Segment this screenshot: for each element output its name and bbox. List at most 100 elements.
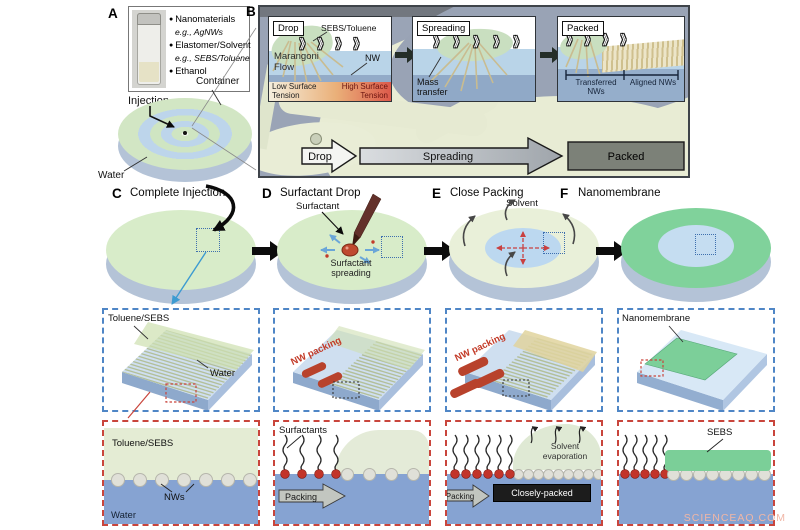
drop-inset-title: Drop xyxy=(273,21,304,36)
sebs-membrane-block xyxy=(665,450,771,471)
chevron-icon: 》 xyxy=(433,35,445,49)
panel-e-title: Close Packing xyxy=(450,187,524,199)
disk-nanomembrane xyxy=(621,208,771,304)
disk-complete-injection xyxy=(106,210,256,306)
water-deep-band xyxy=(269,75,391,85)
chevron-icon: 》 xyxy=(353,37,365,51)
water-label: Water xyxy=(98,170,125,181)
molecular-view-sebs-membrane: SEBS xyxy=(617,420,775,526)
zoom-region-marker xyxy=(196,228,220,252)
legend-item-agnws: e.g., AgNWs xyxy=(175,27,223,37)
water-opening xyxy=(658,225,734,267)
panel-f-letter: F xyxy=(560,186,569,201)
nanowire-cross-section-icon xyxy=(407,468,420,481)
water-layer xyxy=(619,474,773,524)
surfactant-spreading-label: Surfactant spreading xyxy=(330,258,372,278)
packed-inset-title: Packed xyxy=(562,21,604,36)
banner-drop-arrow xyxy=(301,138,358,174)
nw-bundle-icon xyxy=(458,356,489,376)
chevron-icon: 》 xyxy=(317,37,329,51)
toluene-sebs-label: Toluene/SEBS xyxy=(112,438,174,449)
toluene-sebs-label: Toluene/SEBS xyxy=(108,313,170,324)
vial-icon xyxy=(137,13,161,85)
banner-packed-label: Packed xyxy=(608,151,645,163)
banner-spreading-label: Spreading xyxy=(423,151,473,163)
container-label: Container xyxy=(196,76,240,87)
packing-label: Packing xyxy=(446,492,474,501)
zoom-box-nw-packing-start: NW packing xyxy=(273,308,431,412)
surfactants-pointer xyxy=(286,435,302,449)
nw-bundle-icon xyxy=(474,368,505,388)
surfactant-molecule-icon xyxy=(461,434,471,479)
packing-arrow: Packing xyxy=(446,484,490,508)
water-container-dish xyxy=(118,98,252,184)
vial-liquid-icon xyxy=(139,62,159,82)
nanowire-cross-section-icon xyxy=(199,473,213,487)
panel-a-letter: A xyxy=(108,6,118,21)
vial-cap-icon xyxy=(137,13,161,25)
surfactant-molecule-icon xyxy=(650,434,660,479)
disk-surfactant-drop: Surfactant spreading xyxy=(277,193,427,306)
panel-b-sequence: 》》》》 Drop SEBS/Toluene Marangoni Flow NW… xyxy=(258,5,690,178)
nws-label: NWs xyxy=(164,492,185,503)
step-arrow-c-d xyxy=(252,241,284,261)
surfactant-molecule-icon xyxy=(450,434,460,479)
marangoni-flow-label: Marangoni Flow xyxy=(274,51,319,73)
nanowire-cross-section-icon xyxy=(243,473,257,487)
drop-dot xyxy=(310,133,322,145)
legend-item-elastomer: Elastomer/Solvent xyxy=(169,40,250,50)
chevron-icon: 》 xyxy=(584,33,596,47)
zoom-box-nanomembrane: Nanomembrane xyxy=(617,308,775,412)
disk-close-packing xyxy=(449,199,599,304)
film-layer xyxy=(104,428,258,480)
nanowire-cross-section-icon xyxy=(385,468,398,481)
nanowire-cross-section-icon xyxy=(133,473,147,487)
surfactant-molecule-icon xyxy=(620,434,630,479)
water-label: Water xyxy=(210,368,235,379)
water-label: Water xyxy=(111,510,136,521)
nw-extent-bracket xyxy=(565,70,679,80)
dropper-icon xyxy=(353,193,382,239)
inset-arrow-2 xyxy=(540,47,562,63)
floating-film xyxy=(134,322,254,370)
surfactant-molecule-icon xyxy=(472,434,482,479)
inset1-pointers xyxy=(312,31,368,76)
injection-point-dot xyxy=(183,131,187,135)
zoom-region-marker xyxy=(502,379,530,397)
inset2-pointer xyxy=(428,56,442,78)
drop-inset: 》》》》 Drop SEBS/Toluene Marangoni Flow NW… xyxy=(268,16,392,102)
panel-c-title: Complete Injection xyxy=(130,187,226,199)
nanowire-cross-section-icon xyxy=(155,473,169,487)
sebs-label: SEBS xyxy=(707,427,733,438)
zoom-region-marker xyxy=(165,383,197,403)
nanowire-fan xyxy=(565,38,601,78)
zoom-region-marker xyxy=(695,234,716,255)
molecular-view-surfactant-push: Surfactants Packing xyxy=(273,420,431,526)
banner-packed-box xyxy=(567,141,685,171)
nanowire-cross-section-icon xyxy=(111,473,125,487)
zoom-region-marker xyxy=(332,381,360,399)
surfactant-molecule-icon xyxy=(331,434,341,479)
inset-arrow-1 xyxy=(395,47,417,63)
panel-c-letter: C xyxy=(112,186,122,201)
surfactant-molecule-icon xyxy=(640,434,650,479)
surfactants-label: Surfactants xyxy=(279,425,328,436)
packing-arrow: Packing xyxy=(278,483,346,509)
mass-transfer-label: Mass transfer xyxy=(417,77,448,97)
nanomembrane-label: Nanomembrane xyxy=(622,313,691,324)
dropper-tip-icon xyxy=(352,233,360,247)
chevron-icon: 》 xyxy=(566,33,578,47)
disk-film-surface xyxy=(106,210,256,290)
process-banner: Drop Spreading Packed xyxy=(301,136,685,176)
transferred-nws-label: Transferred NWs xyxy=(575,78,617,96)
step-arrow-d-e xyxy=(424,241,456,261)
panel-d-title: Surfactant Drop xyxy=(280,187,361,199)
nw-bundle-icon xyxy=(317,372,343,388)
nanowire-cross-section-icon xyxy=(363,468,376,481)
packing-label: Packing xyxy=(285,492,317,502)
chevron-icon: 》 xyxy=(602,33,614,47)
nw-label: NW xyxy=(365,53,380,63)
panel-d-letter: D xyxy=(262,186,272,201)
low-tension-label: Low Surface Tension xyxy=(272,82,317,100)
surfactant-molecule-icon xyxy=(280,434,290,479)
